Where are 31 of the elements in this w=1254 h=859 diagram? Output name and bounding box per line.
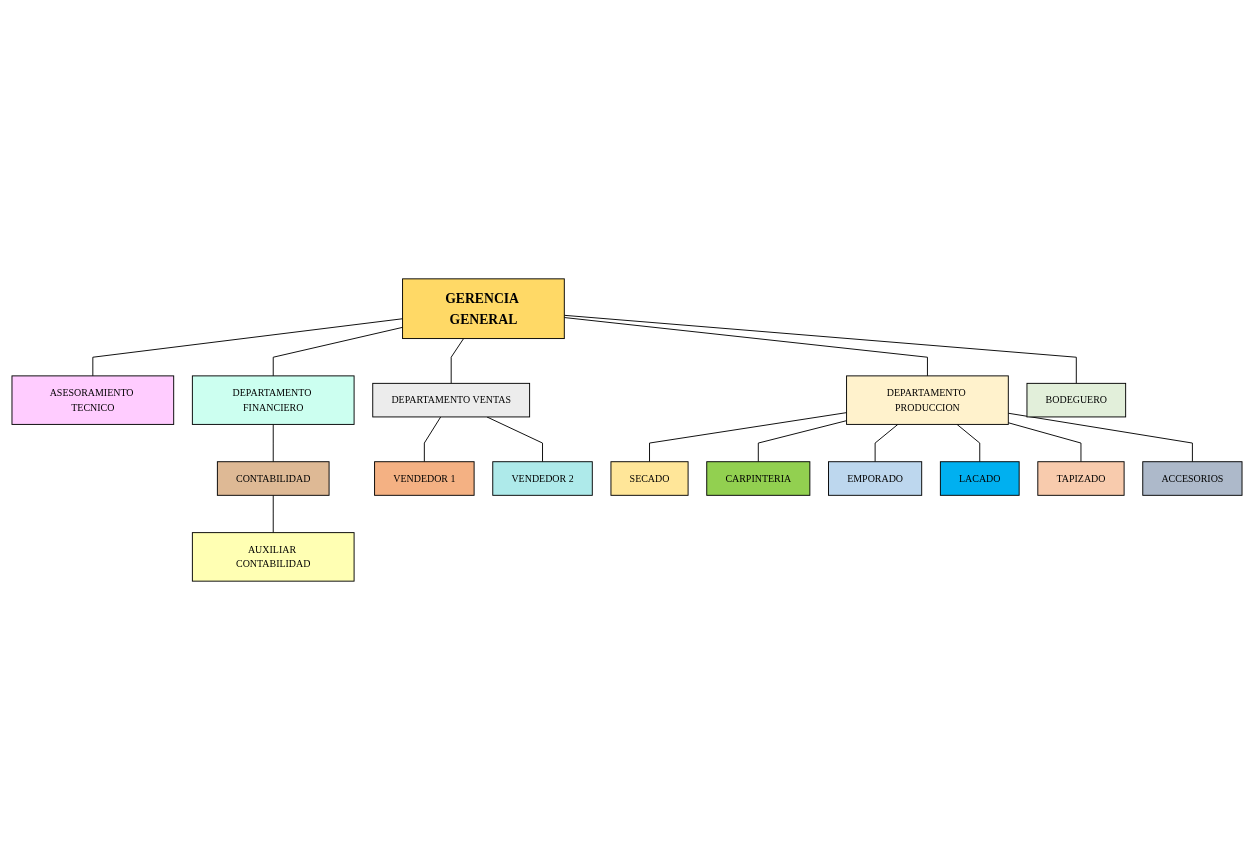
connector [563, 316, 928, 376]
connector [1007, 412, 1193, 462]
connector [450, 337, 465, 384]
connector [874, 423, 899, 462]
node-box: TAPIZADO [1037, 460, 1125, 496]
connector [272, 494, 274, 533]
connector [272, 423, 274, 462]
node-box: GERENCIA GENERAL [402, 277, 565, 339]
connector [272, 326, 404, 376]
connector [956, 423, 981, 462]
node-box: LACADO [939, 460, 1020, 496]
node-box: BODEGUERO [1026, 382, 1127, 417]
node-box: DEPARTAMENTO VENTAS [372, 382, 531, 417]
connector [486, 415, 543, 462]
connector [563, 314, 1077, 384]
node-box: DEPARTAMENTO PRODUCCION [846, 374, 1009, 425]
node-box: ACCESORIOS [1142, 460, 1243, 496]
node-box: EMPORADO [828, 460, 923, 496]
node-box: ASESORAMIENTO TECNICO [11, 374, 175, 425]
connector [757, 419, 848, 462]
connector [1007, 421, 1082, 462]
connector [92, 317, 404, 376]
node-box: CONTABILIDAD [216, 460, 330, 496]
node-box: VENDEDOR 2 [492, 460, 593, 496]
connector [423, 415, 442, 462]
node-box: CARPINTERIA [706, 460, 811, 496]
node-box: VENDEDOR 1 [374, 460, 475, 496]
node-box: SECADO [610, 460, 689, 496]
connector [649, 411, 848, 462]
node-box: DEPARTAMENTO FINANCIERO [191, 374, 355, 425]
node-box: AUXILIAR CONTABILIDAD [191, 531, 355, 582]
